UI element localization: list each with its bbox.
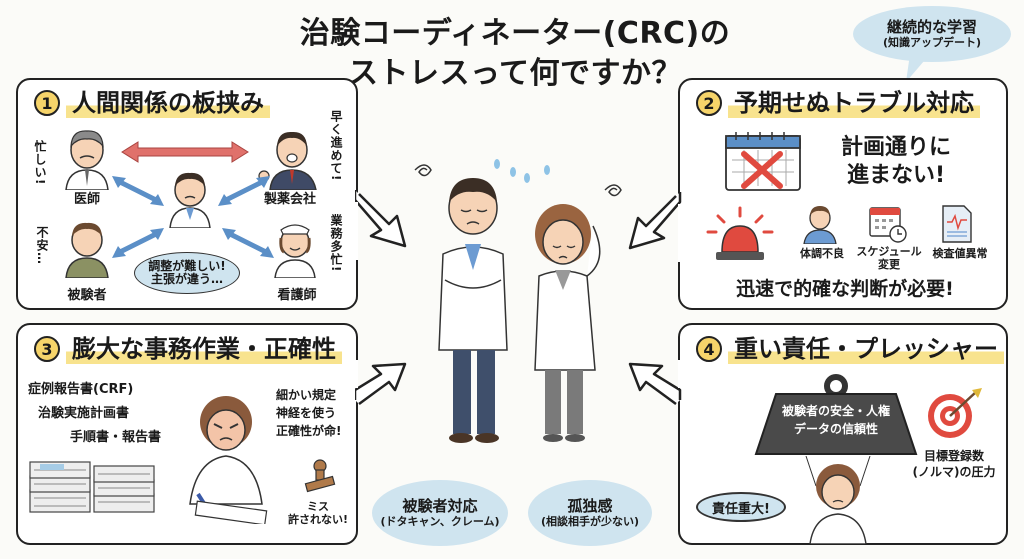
nurse-icon	[274, 224, 316, 278]
nurse-remark: 業務多忙!	[329, 214, 343, 273]
isolation-sub: (相談相手が少ない)	[540, 515, 640, 528]
panel-3-tail-icon	[355, 360, 407, 406]
learning-sub: (知識アップデート)	[882, 36, 982, 49]
panel-2-tail-icon	[628, 192, 682, 262]
conflict-arrow-icon	[121, 141, 249, 163]
pharma-label: 製薬会社	[263, 192, 316, 207]
page-title: 治験コーディネーター(CRC)の ストレスって何ですか？	[280, 14, 750, 94]
panel-2-header: 2 予期せぬトラブル対応	[696, 88, 980, 118]
doctor-icon	[65, 130, 109, 190]
pharma-rep-icon	[258, 131, 317, 190]
responsibility-speech: 責任重大!	[696, 492, 786, 522]
schedule-change-icon	[869, 207, 907, 243]
arrow-pharma-icon	[218, 176, 270, 206]
learning-main: 継続的な学習	[886, 18, 977, 36]
weight-icon	[754, 374, 918, 455]
arrow-doctor-icon	[112, 176, 164, 206]
schedule-label: スケジュール 変更	[856, 245, 922, 271]
plan-line-1: 計画通りに	[840, 135, 951, 160]
alarm-light-icon	[706, 206, 774, 260]
nurse-label: 看護師	[277, 288, 317, 303]
title-line-1: 治験コーディネーター(CRC)の	[299, 16, 731, 51]
doctor-label: 医師	[73, 192, 100, 207]
plan-line-2: 進まない!	[846, 163, 946, 188]
panel-2-heading: 予期せぬトラブル対応	[728, 88, 980, 118]
cancelled-calendar-icon	[725, 132, 801, 191]
stamp-icon	[304, 459, 336, 493]
panel-1-header: 1 人間関係の板挟み	[34, 88, 270, 118]
plan-text: 計画通りに 進まない!	[826, 134, 966, 190]
doc-crf: 症例報告書(CRF)	[28, 382, 134, 397]
weight-line-2: データの信頼性	[793, 422, 878, 436]
doc-procedures: 手順書・報告書	[70, 430, 162, 445]
stamp-line-2: 許されない!	[287, 513, 349, 526]
burdened-crc-icon	[802, 456, 874, 544]
panel-3-header: 3 膨大な事務作業・正確性	[34, 334, 342, 364]
subjects-main: 被験者対応	[402, 497, 478, 515]
test-result-icon	[942, 205, 972, 243]
test-label: 検査値異常	[932, 247, 988, 260]
sick-label: 体調不良	[800, 247, 844, 260]
target-text: 目標登録数 (ノルマ)の圧力	[906, 448, 1002, 480]
subject-icon	[65, 222, 109, 278]
title-line-2: ストレスって何ですか？	[348, 56, 682, 91]
isolation-cloud: 孤独感 (相談相手が少ない)	[528, 480, 652, 546]
sick-person-icon	[803, 206, 837, 244]
target-icon	[928, 388, 982, 438]
arrow-nurse-icon	[222, 228, 274, 258]
panel-3-number: 3	[34, 336, 60, 362]
panel-1-number: 1	[34, 90, 60, 116]
panel-1-heading: 人間関係の板挟み	[66, 88, 270, 118]
paper-stacks-icon	[29, 461, 155, 513]
panel-4-header: 4 重い責任・プレッシャー	[696, 334, 1004, 364]
doctor-remark: 忙しい!	[33, 140, 47, 186]
learning-cloud: 継続的な学習 (知識アップデート)	[853, 6, 1011, 62]
panel-3-heading: 膨大な事務作業・正確性	[66, 334, 342, 364]
weight-line-1: 被験者の安全・人権	[781, 404, 890, 418]
no-mistakes-text: ミス 許されない!	[284, 500, 352, 526]
panel-4-tail-icon	[628, 360, 682, 406]
panel-4-heading: 重い責任・プレッシャー	[728, 334, 1004, 364]
stressed-worker-icon	[189, 396, 268, 524]
thought-bubble: 調整が難しい! 主張が違う…	[134, 252, 240, 294]
crc-center-icon	[169, 172, 211, 228]
remark-line-2: 神経を使う	[276, 406, 337, 420]
subjects-sub: (ドタキャン、クレーム)	[380, 515, 500, 528]
arrow-subject-icon	[112, 228, 164, 258]
subject-remark: 不安…	[35, 226, 49, 265]
isolation-main: 孤独感	[567, 497, 613, 515]
panel-1-tail-icon	[355, 190, 407, 260]
panel-2-number: 2	[696, 90, 722, 116]
cloud-tail-icon	[906, 54, 930, 82]
target-line-1: 目標登録数	[923, 449, 984, 463]
subjects-cloud: 被験者対応 (ドタキャン、クレーム)	[372, 480, 508, 546]
center-crc-figures-icon	[414, 159, 622, 443]
thought-line-2: 主張が違う…	[150, 272, 223, 286]
remark-block: 細かい規定 神経を使う 正確性が命!	[276, 386, 341, 440]
stamp-line-1: ミス	[307, 500, 329, 513]
remark-line-1: 細かい規定	[276, 388, 337, 402]
document-list: 症例報告書(CRF) 治験実施計画書 手順書・報告書	[28, 378, 161, 450]
remark-line-3: 正確性が命!	[276, 424, 342, 438]
pharma-remark: 早く進めて!	[329, 110, 343, 182]
thought-line-1: 調整が難しい!	[148, 259, 226, 273]
panel-4-number: 4	[696, 336, 722, 362]
conclusion-text: 迅速で的確な判断が必要!	[736, 278, 954, 300]
target-line-2: (ノルマ)の圧力	[912, 465, 996, 479]
doc-protocol: 治験実施計画書	[38, 406, 130, 421]
weight-text: 被験者の安全・人権 データの信頼性	[762, 402, 910, 438]
subject-label: 被験者	[67, 288, 107, 303]
